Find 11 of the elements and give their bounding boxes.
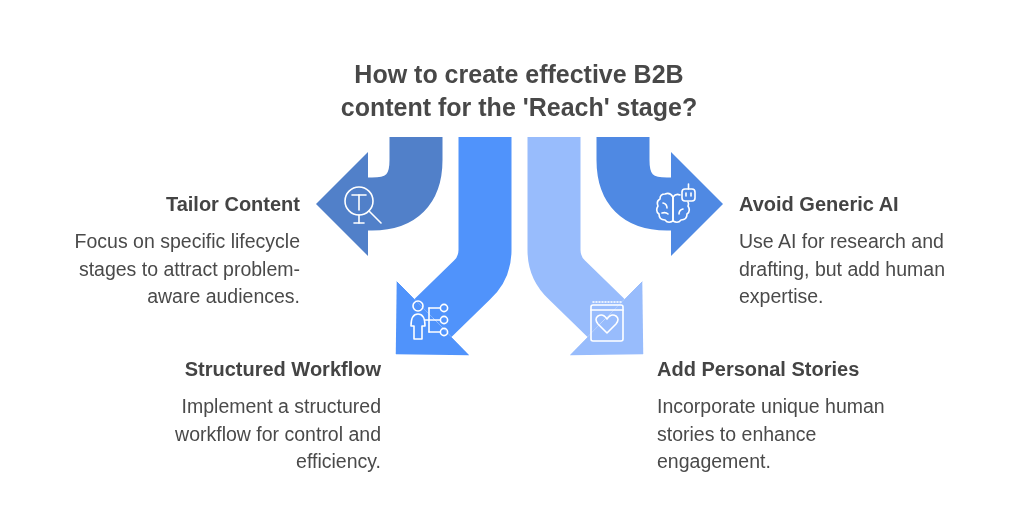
item-description: Use AI for research and drafting, but add human expertise. [739, 229, 946, 309]
item-description: Implement a structured workflow for control and efficiency. [174, 394, 381, 474]
item-heading: Add Personal Stories [657, 357, 861, 381]
curved-arrow [527, 137, 644, 356]
curved-arrow [395, 137, 512, 356]
item-heading: Avoid Generic AI [739, 192, 900, 216]
item-description: Focus on specific lifecycle stages to attract problem-aware audiences. [73, 229, 300, 309]
item-description: Incorporate unique human stories to enhance engagement. [657, 394, 886, 474]
item-heading: Structured Workflow [183, 357, 381, 381]
item-heading: Tailor Content [164, 192, 300, 216]
diagram-title: How to create effective B2B content for the 'Reach' stage? [339, 59, 699, 123]
